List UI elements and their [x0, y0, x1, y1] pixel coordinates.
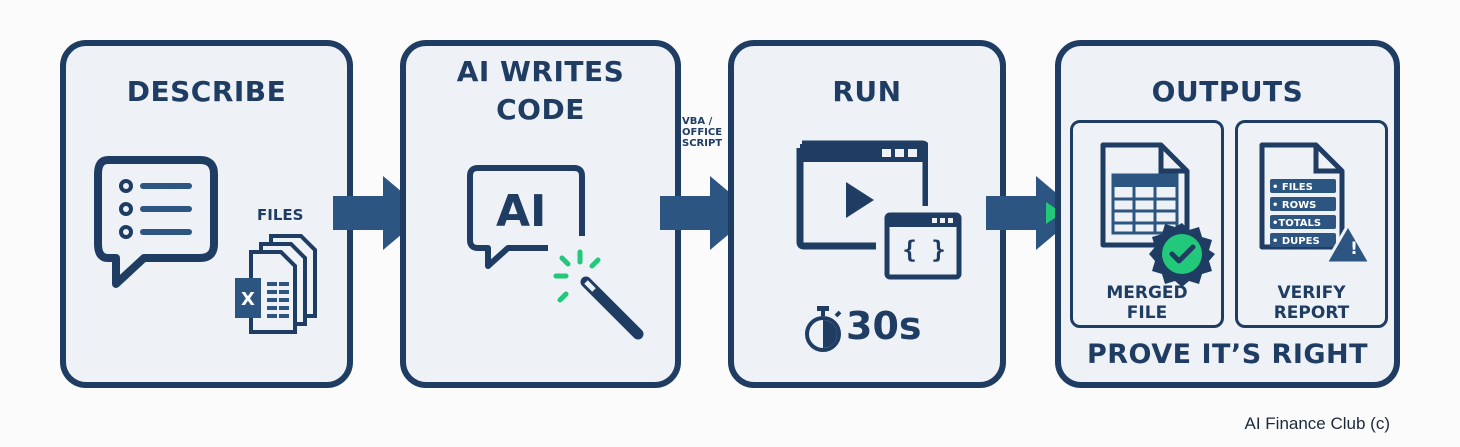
verified-badge-icon — [1149, 223, 1215, 287]
step-outputs-title: OUTPUTS — [1151, 75, 1304, 108]
step-ai-writes-code-panel: AI WRITES CODE AI — [400, 40, 681, 388]
chat-list-icon — [94, 156, 218, 288]
merged-file-label-line2: FILE — [1126, 303, 1168, 323]
warning-icon: ! — [1350, 239, 1358, 259]
code-window-icon — [884, 212, 962, 280]
excel-files-icon: X — [235, 234, 317, 334]
connector-label-line2: OFFICE — [682, 127, 723, 138]
timer-value: 30s — [846, 304, 922, 348]
code-braces-text: { } — [902, 236, 946, 264]
magic-wand-icon — [553, 249, 644, 340]
report-checklist: • FILES • ROWS •TOTALS • DUPES — [1272, 179, 1336, 251]
merged-file-label-line1: MERGED — [1106, 283, 1188, 303]
step-run-title: RUN — [832, 75, 902, 108]
play-window-icon — [796, 140, 928, 250]
connector-label: VBA / OFFICE SCRIPT — [682, 116, 722, 149]
step-run-panel: RUN { } 30s — [728, 40, 1006, 388]
stopwatch-icon — [805, 306, 842, 352]
checklist-item-rows: • ROWS — [1272, 200, 1317, 211]
connector-label-line1: VBA / — [682, 116, 713, 127]
ai-bubble-text: AI — [496, 186, 547, 237]
checklist-item-totals: •TOTALS — [1272, 218, 1322, 229]
svg-text:X: X — [241, 289, 255, 310]
verify-report-label-line2: REPORT — [1273, 303, 1350, 323]
verify-report-label-line1: VERIFY — [1277, 283, 1346, 303]
step-ai-writes-code-title-line1: AI WRITES — [456, 55, 625, 88]
files-label: FILES — [257, 206, 304, 224]
step-ai-writes-code-title-line2: CODE — [496, 93, 585, 126]
prove-its-right-label: PROVE IT’S RIGHT — [1086, 339, 1369, 370]
step-describe-panel: DESCRIBE FILES X — [60, 40, 353, 388]
report-file-icon — [1259, 142, 1372, 265]
checklist-item-files: • FILES — [1272, 182, 1313, 193]
checklist-item-dupes: • DUPES — [1272, 236, 1320, 247]
step-describe-title: DESCRIBE — [126, 75, 287, 108]
spreadsheet-file-icon — [1100, 142, 1190, 248]
credit-text: AI Finance Club (c) — [1244, 414, 1391, 433]
merged-file-card: MERGED FILE — [1070, 120, 1224, 328]
step-outputs-panel: OUTPUTS MERGED FILE — [1055, 40, 1400, 388]
ai-chat-icon — [467, 165, 585, 269]
verify-report-card: • FILES • ROWS •TOTALS • DUPES ! VERIFY … — [1235, 120, 1388, 328]
connector-label-line3: SCRIPT — [682, 138, 723, 149]
